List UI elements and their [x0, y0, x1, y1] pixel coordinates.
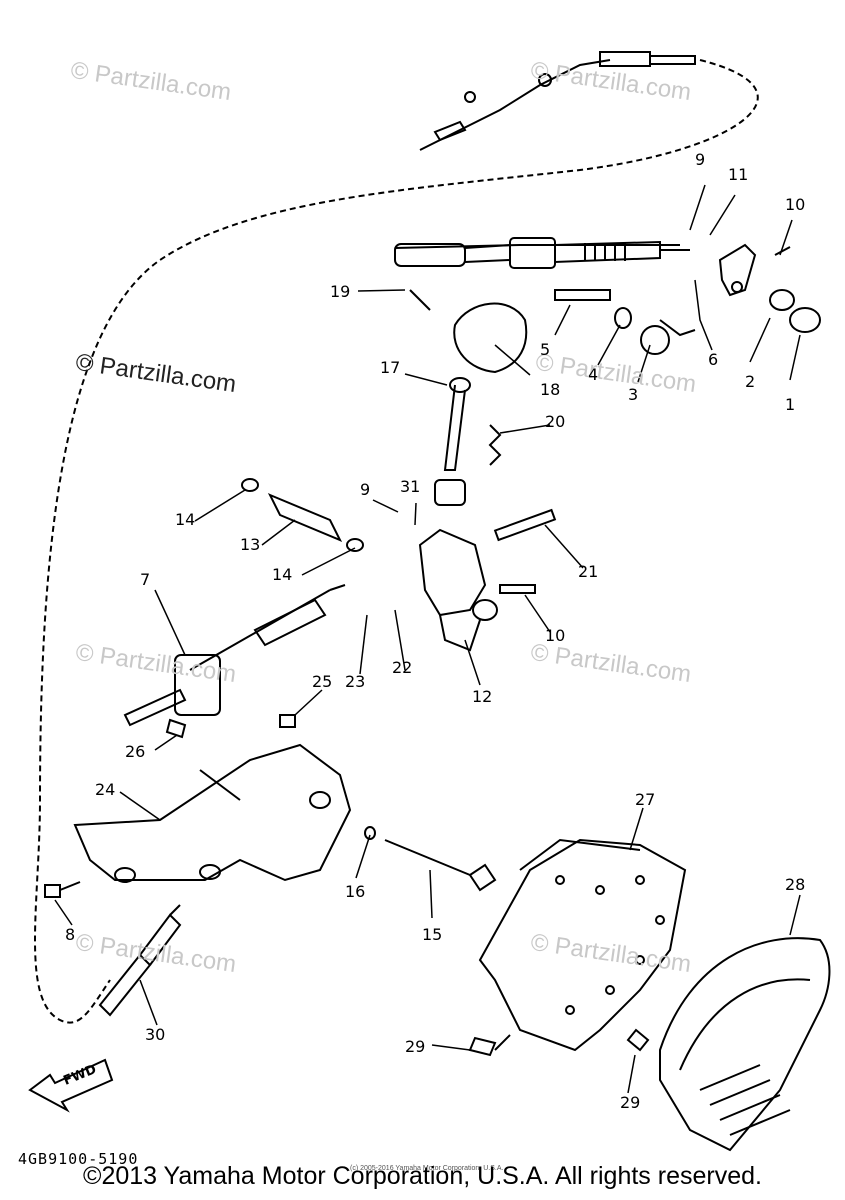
shift-knob [409, 289, 528, 374]
callout: 10 [545, 626, 566, 645]
callout: 11 [728, 165, 749, 184]
callout: 21 [578, 562, 599, 581]
lower-cable [123, 584, 346, 727]
callout: 2 [745, 372, 756, 391]
bolts [44, 714, 650, 1057]
callout: 27 [635, 790, 656, 809]
diagram-code: 4GB9100-5190 [18, 1150, 139, 1168]
callout: 14 [175, 510, 196, 529]
callout: 9 [695, 150, 706, 169]
callout: 4 [588, 365, 599, 384]
callout: 17 [380, 358, 401, 377]
callout: 20 [545, 412, 566, 431]
side-cover [659, 937, 831, 1152]
callout: 23 [345, 672, 366, 691]
callout: 8 [65, 925, 76, 944]
callout: 24 [95, 780, 116, 799]
callout: 31 [400, 477, 421, 496]
callout: 22 [392, 658, 413, 677]
callout: 9 [360, 480, 371, 499]
cover [478, 838, 687, 1052]
pin [241, 478, 364, 552]
callout: 19 [330, 282, 351, 301]
callout: 29 [620, 1093, 641, 1112]
callout: 1 [785, 395, 796, 414]
cable-end-30 [98, 904, 182, 1017]
callout: 7 [140, 570, 151, 589]
callout: 15 [422, 925, 443, 944]
callout: 18 [540, 380, 561, 399]
callout: 10 [785, 195, 806, 214]
mounting-bracket [73, 743, 352, 883]
callout: 28 [785, 875, 806, 894]
right-bracket [554, 243, 822, 355]
shift-lever [434, 377, 502, 506]
callout: 14 [272, 565, 293, 584]
small-copyright: (c) 2005-2016 Yamaha Motor Corporation, … [350, 1165, 504, 1172]
cable-loop [34, 59, 759, 1024]
callout: 6 [708, 350, 719, 369]
top-cable [419, 51, 696, 151]
callout: 12 [472, 687, 493, 706]
callout: 5 [540, 340, 551, 359]
fwd-arrow [28, 1058, 114, 1113]
selector-assembly [418, 508, 557, 652]
callout: 29 [405, 1037, 426, 1056]
callout: 3 [628, 385, 639, 404]
callout: 25 [312, 672, 333, 691]
callout: 30 [145, 1025, 166, 1044]
callout: 13 [240, 535, 261, 554]
copyright-notice: ©2013 Yamaha Motor Corporation, U.S.A. A… [83, 1162, 762, 1190]
upper-cable [394, 237, 690, 269]
callout: 26 [125, 742, 146, 761]
callout: 16 [345, 882, 366, 901]
leader-lines [54, 184, 801, 1094]
long-bolt [364, 826, 497, 892]
